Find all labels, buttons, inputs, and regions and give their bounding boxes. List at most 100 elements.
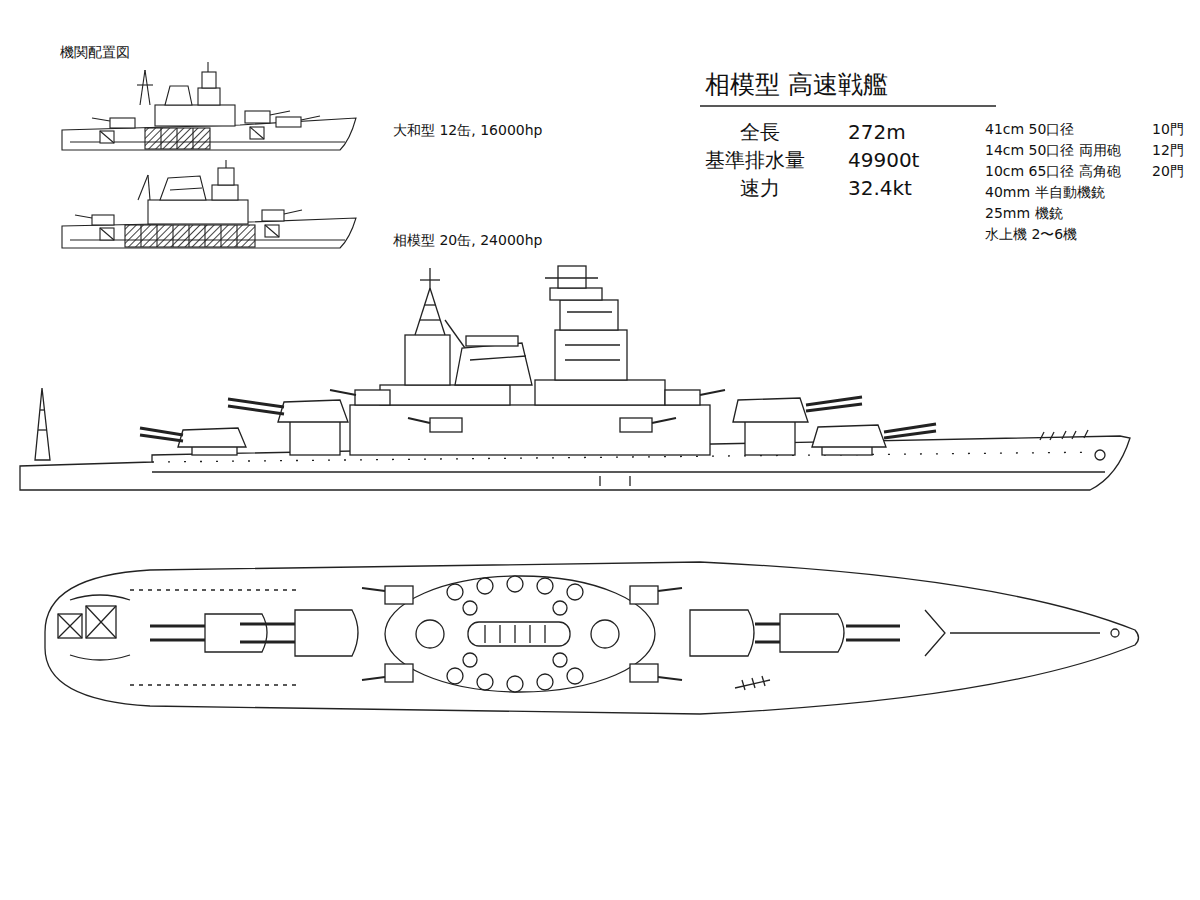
ship-part xyxy=(276,117,301,127)
gun-count: 12門 xyxy=(1152,142,1184,159)
drawing-line xyxy=(240,641,295,644)
gun-mount xyxy=(567,584,583,600)
drawing-line xyxy=(408,418,430,423)
drawing-line xyxy=(204,225,205,247)
drawing-line xyxy=(420,319,440,320)
drawing-line xyxy=(138,175,148,200)
drawing-line xyxy=(565,344,620,345)
drawing-line xyxy=(220,225,221,247)
drawing-line xyxy=(544,625,545,643)
drawing-line xyxy=(86,606,116,638)
ship-part xyxy=(278,400,348,422)
ship-part xyxy=(198,88,220,105)
drawing-line xyxy=(58,614,82,638)
ship-part xyxy=(468,622,570,646)
drawing-line xyxy=(160,128,161,149)
sheet-label: 機関配置図 xyxy=(60,44,130,61)
drawing-line xyxy=(250,127,264,139)
ship-part xyxy=(925,610,945,656)
drawing-line xyxy=(75,215,92,218)
gun-mount xyxy=(537,578,553,594)
drawing-line xyxy=(148,175,150,200)
ship-part xyxy=(385,586,413,604)
drawing-line xyxy=(192,128,193,149)
ship-part xyxy=(430,418,462,432)
drawing-line xyxy=(415,288,430,335)
spec-name: 速力 xyxy=(740,176,780,200)
drawing-line xyxy=(265,225,279,237)
drawing-line xyxy=(38,429,47,430)
ship-part xyxy=(780,614,844,652)
drawing-line xyxy=(58,614,82,638)
drawing-line xyxy=(172,225,173,247)
gun-count: 20門 xyxy=(1152,163,1184,180)
gun-mount xyxy=(447,668,463,684)
drawing-line xyxy=(236,225,237,247)
drawing-line xyxy=(420,279,440,280)
ship-part xyxy=(100,228,114,240)
drawing-line xyxy=(484,625,485,643)
drawing-line xyxy=(225,160,226,168)
drawing-line xyxy=(137,84,153,85)
drawing-line xyxy=(100,131,114,143)
ship-part xyxy=(535,380,665,405)
title-underline xyxy=(700,105,996,106)
drawing-line xyxy=(545,277,598,278)
drawing-line xyxy=(140,70,145,105)
drawing-line xyxy=(152,471,1105,472)
drawing-line xyxy=(170,188,202,190)
drawing-line xyxy=(130,589,300,590)
drawing-line xyxy=(40,409,45,410)
drawing-line xyxy=(100,228,114,240)
gun-mount xyxy=(477,578,493,594)
ship-part xyxy=(205,614,267,652)
sheet-title: 相模型 高速戦艦 xyxy=(705,70,888,100)
ship-plan-view xyxy=(45,562,1139,714)
ship-part xyxy=(630,664,658,682)
drawing-line xyxy=(700,390,725,395)
ship-part xyxy=(405,335,450,385)
spec-value: 272m xyxy=(848,120,906,144)
ship-part xyxy=(620,418,652,432)
ship-part xyxy=(295,610,358,656)
ship-part xyxy=(245,111,270,123)
ship-part xyxy=(555,330,627,380)
ship-part xyxy=(380,385,510,405)
ship-part xyxy=(148,200,248,224)
drawing-line xyxy=(130,684,300,685)
ship-part xyxy=(550,288,602,300)
ship-part xyxy=(250,127,264,139)
drawing-line xyxy=(884,431,936,438)
drawing-line xyxy=(514,625,515,643)
ship-part xyxy=(92,215,114,225)
ship-part xyxy=(812,425,886,447)
drawing-line xyxy=(429,268,430,288)
armament-item: 25mm 機銃 xyxy=(985,205,1063,222)
drawing-line xyxy=(950,632,1100,633)
drawing-line xyxy=(140,225,141,247)
drawing-line xyxy=(742,680,745,690)
drawing-line xyxy=(1084,430,1088,438)
spec-name: 基準排水量 xyxy=(705,148,805,172)
ship-part xyxy=(665,390,700,405)
drawing-line xyxy=(188,225,189,247)
drawing-line xyxy=(86,606,116,638)
yamato-engine-layout xyxy=(62,62,356,150)
drawing-line xyxy=(140,435,183,441)
drawing-line xyxy=(806,404,862,411)
spec-value: 32.4kt xyxy=(848,176,912,200)
ship-part xyxy=(160,176,206,200)
drawing-line xyxy=(1050,432,1054,440)
gun-mount xyxy=(591,620,619,648)
drawing-line xyxy=(362,677,385,680)
drawing-line xyxy=(301,116,320,120)
drawing-line xyxy=(1040,432,1044,440)
engine-caption: 相模型 20缶, 24000hp xyxy=(393,232,542,249)
ship-part xyxy=(178,428,246,447)
armament-item: 水上機 2〜6機 xyxy=(985,226,1077,243)
drawing-line xyxy=(529,625,530,643)
drawing-line xyxy=(652,418,676,423)
gun-mount xyxy=(537,674,553,690)
ship-part xyxy=(145,128,210,149)
